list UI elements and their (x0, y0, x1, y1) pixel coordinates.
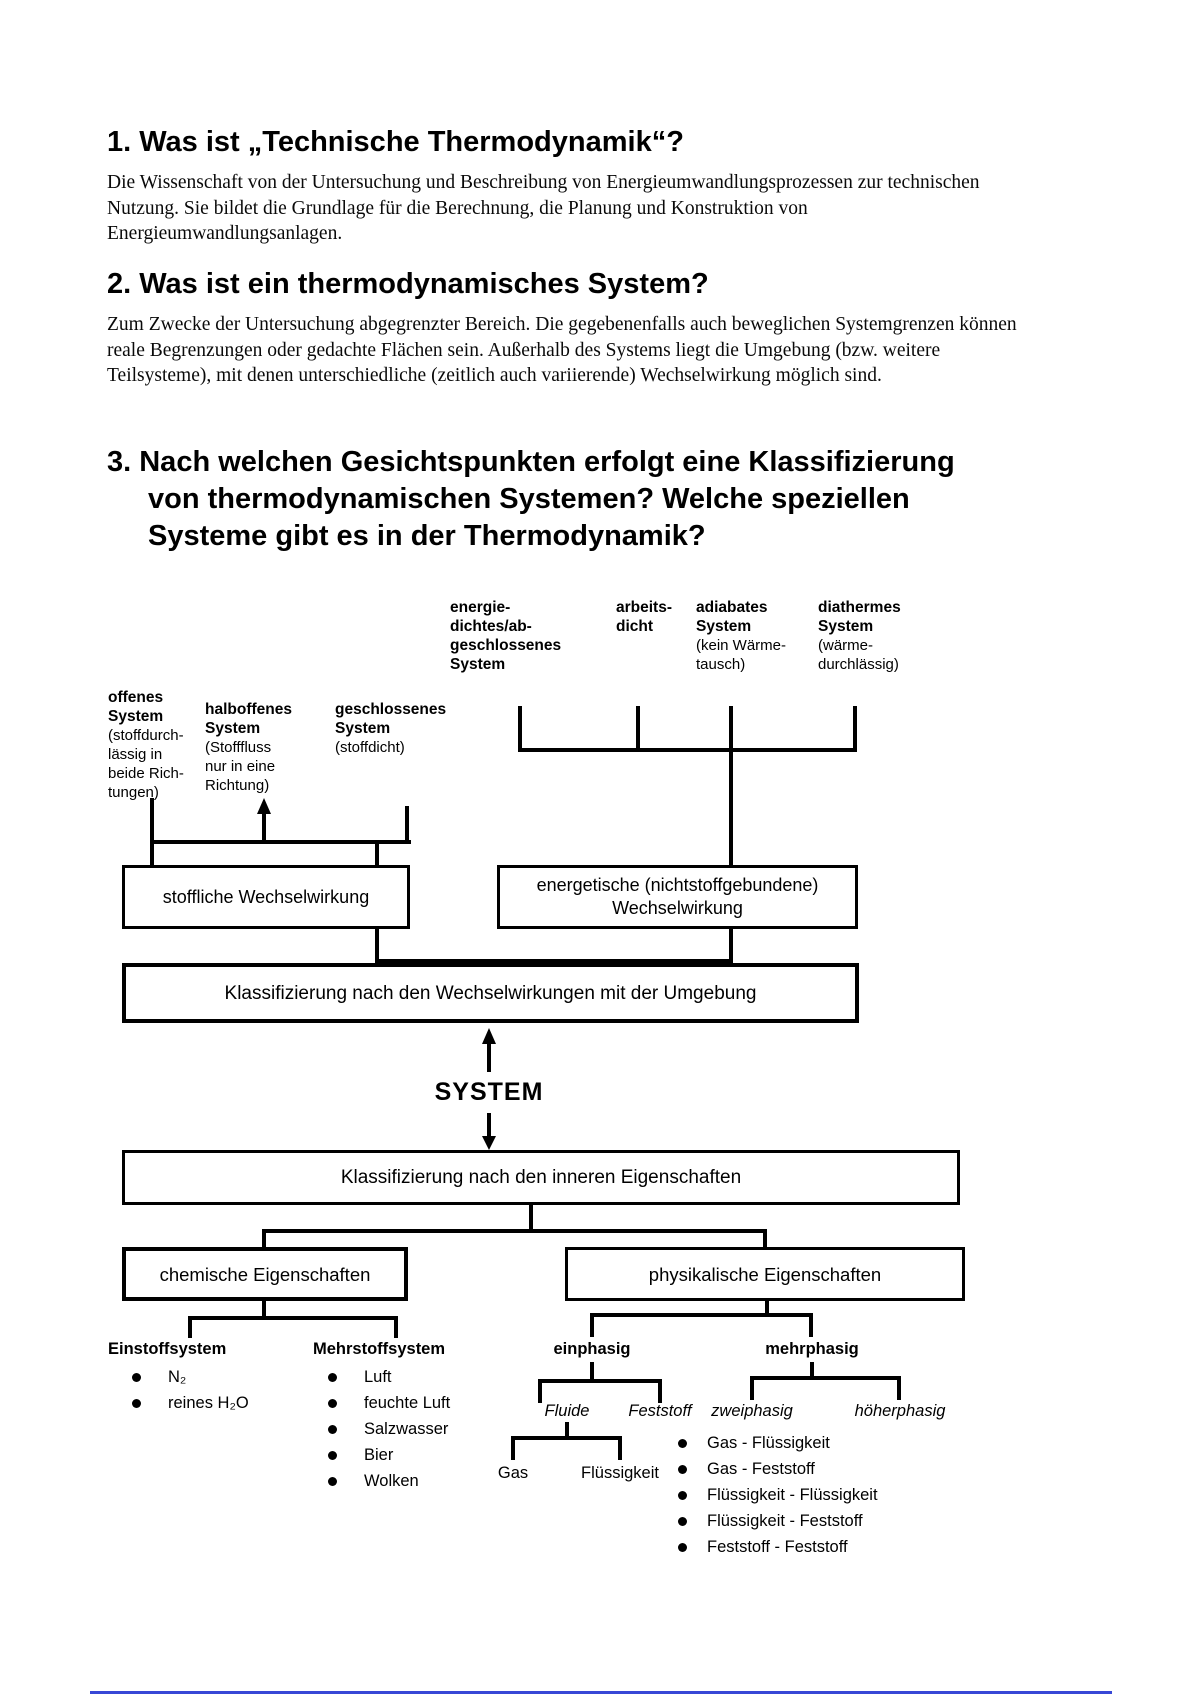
label-adiabates-system: adiabates System (kein Wärme- tausch) (696, 599, 787, 673)
list-item: Flüssigkeit - Feststoff (678, 1508, 878, 1534)
box-klassifizierung-umgebung: Klassifizierung nach den Wechselwirkunge… (122, 963, 859, 1023)
label-feststoff: Feststoff (628, 1402, 692, 1420)
question-2-paragraph: Zum Zwecke der Untersuchung abgegrenzter… (107, 314, 1017, 386)
bullet-icon (328, 1398, 337, 1408)
bullet-icon (328, 1424, 337, 1434)
question-1-paragraph: Die Wissenschaft von der Untersuchung un… (107, 172, 980, 244)
mehrstoffsystem-list: Luft feuchte Luft Salzwasser Bier Wolken (328, 1364, 450, 1494)
list-item: Gas - Feststoff (678, 1456, 878, 1482)
bullet-icon (678, 1542, 687, 1552)
label-diathermes-system: diathermes System (wärme- durchlässig) (818, 599, 901, 673)
einstoffsystem-list: N₂ reines H₂O (132, 1364, 249, 1416)
bullet-icon (678, 1438, 687, 1448)
list-item: feuchte Luft (328, 1390, 450, 1416)
label-einphasig: einphasig (553, 1340, 631, 1358)
label-mehrphasig: mehrphasig (765, 1340, 859, 1358)
bullet-icon (132, 1372, 141, 1382)
list-item: Feststoff - Feststoff (678, 1534, 878, 1560)
list-item: Gas - Flüssigkeit (678, 1430, 878, 1456)
bullet-icon (132, 1398, 141, 1408)
list-item: Bier (328, 1442, 450, 1468)
label-einstoffsystem: Einstoffsystem (108, 1340, 227, 1358)
box-klassifizierung-innere: Klassifizierung nach den inneren Eigensc… (122, 1150, 960, 1205)
page-bottom-rule (90, 1691, 1112, 1694)
question-2-heading: 2. Was ist ein thermodynamisches System? (107, 268, 709, 300)
bullet-icon (678, 1464, 687, 1474)
list-item: reines H₂O (132, 1390, 249, 1416)
list-item: Salzwasser (328, 1416, 450, 1442)
label-halboffenes-system: halboffenes System (Stofffluss nur in ei… (205, 701, 292, 794)
label-geschlossenes-system: geschlossenes System (stoffdicht) (335, 701, 447, 756)
box-physikalische-eigenschaften: physikalische Eigenschaften (565, 1247, 965, 1301)
label-energiedichtes-system: energie- dichtes/ab- geschlossenes Syste… (450, 599, 562, 673)
list-item: Luft (328, 1364, 450, 1390)
box-chemische-eigenschaften: chemische Eigenschaften (122, 1247, 408, 1301)
zweiphasig-list: Gas - Flüssigkeit Gas - Feststoff Flüssi… (678, 1430, 878, 1560)
label-arbeitsdicht: arbeits- dicht (616, 599, 672, 635)
box-stoffliche-wechselwirkung: stoffliche Wechselwirkung (122, 865, 410, 929)
bullet-icon (678, 1516, 687, 1526)
label-gas: Gas (497, 1464, 529, 1482)
label-fluide: Fluide (544, 1402, 590, 1420)
bullet-icon (678, 1490, 687, 1500)
label-hoeherphasig: höherphasig (854, 1402, 946, 1420)
label-mehrstoffsystem: Mehrstoffsystem (313, 1340, 446, 1358)
list-item: Wolken (328, 1468, 450, 1494)
box-energetische-wechselwirkung: energetische (nichtstoffgebundene) Wechs… (497, 865, 858, 929)
system-label: SYSTEM (434, 1078, 544, 1106)
question-3-heading: 3. Nach welchen Gesichtspunkten erfolgt … (107, 446, 955, 552)
bullet-icon (328, 1450, 337, 1460)
label-fluessigkeit: Flüssigkeit (581, 1464, 659, 1482)
list-item: N₂ (132, 1364, 249, 1390)
label-zweiphasig: zweiphasig (711, 1402, 793, 1420)
list-item: Flüssigkeit - Flüssigkeit (678, 1482, 878, 1508)
bullet-icon (328, 1476, 337, 1486)
question-1-heading: 1. Was ist „Technische Thermodynamik“? (107, 126, 684, 158)
bullet-icon (328, 1372, 337, 1382)
label-offenes-system: offenes System (stoffdurch- lässig in be… (108, 689, 184, 801)
